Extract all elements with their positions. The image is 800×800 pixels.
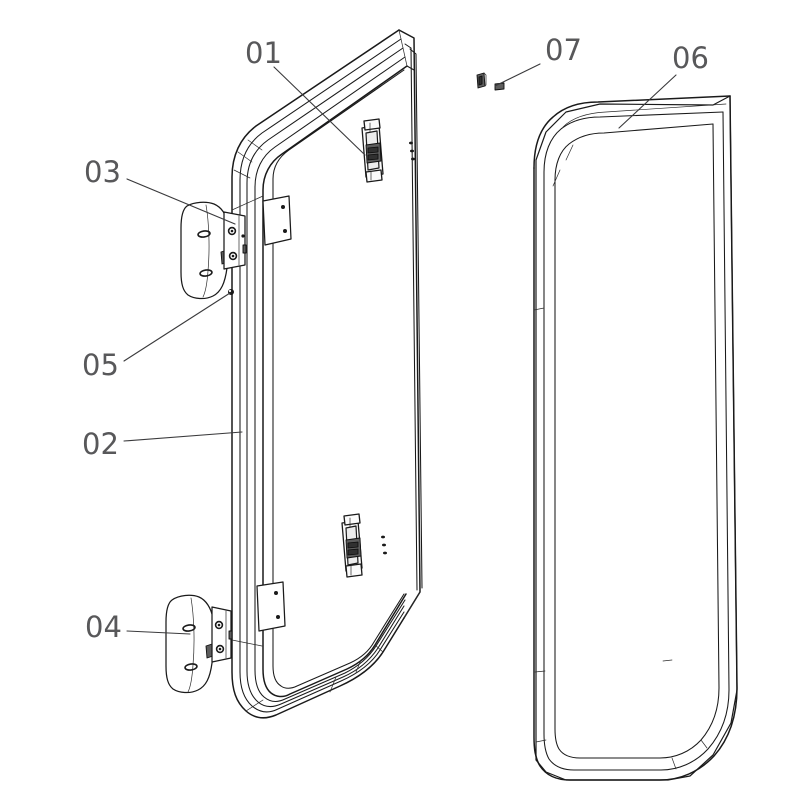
- lower-strike-holes: [381, 535, 387, 555]
- leader-05: [123, 292, 231, 362]
- lower-latch-striker: [341, 513, 363, 578]
- frame-mounting-tab-upper: [262, 195, 292, 246]
- callout-label-06: 06: [672, 41, 709, 75]
- leader-07: [494, 63, 541, 87]
- leader-03: [126, 178, 236, 225]
- callout-label-02: 02: [82, 427, 119, 461]
- leader-04: [126, 630, 191, 635]
- upper-latch-striker-01: [361, 118, 384, 183]
- callout-label-05: 05: [82, 348, 119, 382]
- leader-lines: [123, 63, 677, 635]
- callout-label-03: 03: [84, 155, 121, 189]
- callout-label-07: 07: [545, 33, 582, 67]
- leader-06: [618, 74, 677, 129]
- upper-strike-holes: [409, 141, 415, 161]
- frame-mounting-tab-lower: [256, 581, 286, 632]
- lower-hinge-bracket-04: [165, 594, 233, 694]
- upper-hinge-bracket-03: [180, 201, 247, 300]
- leader-01: [273, 66, 366, 156]
- callout-labels: 01 02 03 04 05 06 07: [82, 33, 709, 644]
- leader-02: [123, 431, 243, 442]
- door-seal-profile-02: [231, 29, 423, 719]
- small-clip-07: [476, 72, 487, 89]
- callout-label-04: 04: [85, 610, 122, 644]
- callout-label-01: 01: [245, 36, 282, 70]
- outer-door-frame-06: [533, 95, 738, 781]
